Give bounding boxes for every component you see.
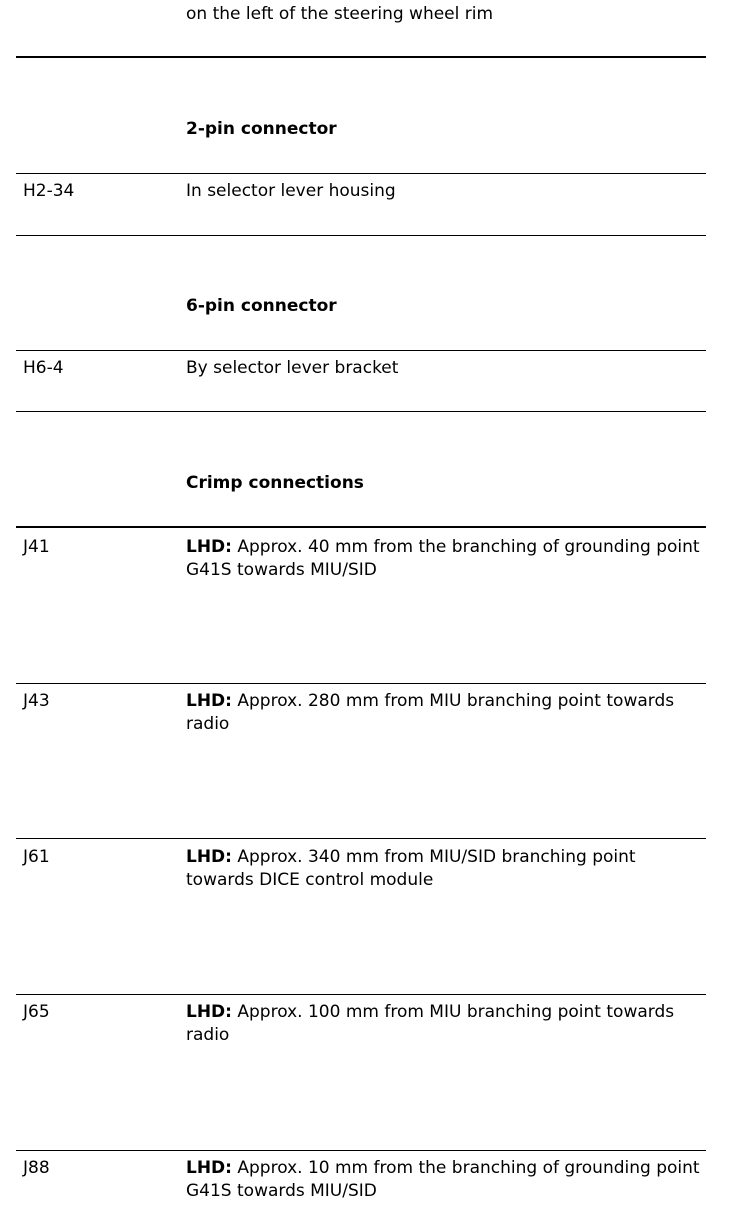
row-prefix: LHD: — [186, 537, 232, 557]
row-prefix: LHD: — [186, 847, 232, 867]
table-row-divider — [16, 838, 706, 839]
table-row-divider — [16, 350, 706, 351]
row-description: LHD: Approx. 10 mm from the branching of… — [186, 1157, 706, 1203]
row-code: J43 — [23, 691, 50, 711]
row-description: LHD: Approx. 280 mm from MIU branching p… — [186, 690, 706, 736]
row-prefix: LHD: — [186, 1158, 232, 1178]
top-row-description: on the left of the steering wheel rim — [186, 4, 494, 24]
row-code: J88 — [23, 1158, 50, 1178]
row-description: By selector lever bracket — [186, 358, 399, 378]
row-description: LHD: Approx. 100 mm from MIU branching p… — [186, 1001, 706, 1047]
row-prefix: LHD: — [186, 1002, 232, 1022]
row-description: In selector lever housing — [186, 181, 396, 201]
table-row-divider — [16, 994, 706, 995]
table-row-divider — [16, 173, 706, 174]
row-description-text: Approx. 340 mm from MIU/SID branching po… — [186, 847, 636, 890]
row-description-text: Approx. 10 mm from the branching of grou… — [186, 1158, 700, 1201]
section-heading-crimp: Crimp connections — [186, 473, 364, 493]
row-description: LHD: Approx. 340 mm from MIU/SID branchi… — [186, 846, 706, 892]
section-divider — [16, 411, 706, 412]
row-code: J61 — [23, 847, 50, 867]
section-heading-2-pin: 2-pin connector — [186, 119, 337, 139]
section-heading-6-pin: 6-pin connector — [186, 296, 337, 316]
table-row-divider — [16, 683, 706, 684]
row-description-text: Approx. 40 mm from the branching of grou… — [186, 537, 700, 580]
table-row-divider — [16, 526, 706, 528]
section-divider — [16, 56, 706, 58]
row-prefix: LHD: — [186, 691, 232, 711]
row-description-text: Approx. 280 mm from MIU branching point … — [186, 691, 675, 734]
row-description: LHD: Approx. 40 mm from the branching of… — [186, 536, 706, 582]
table-row-divider — [16, 1150, 706, 1151]
section-divider — [16, 235, 706, 236]
row-code: H2-34 — [23, 181, 75, 201]
row-code: J41 — [23, 537, 50, 557]
row-code: H6-4 — [23, 358, 64, 378]
row-code: J65 — [23, 1002, 50, 1022]
row-description-text: Approx. 100 mm from MIU branching point … — [186, 1002, 675, 1045]
